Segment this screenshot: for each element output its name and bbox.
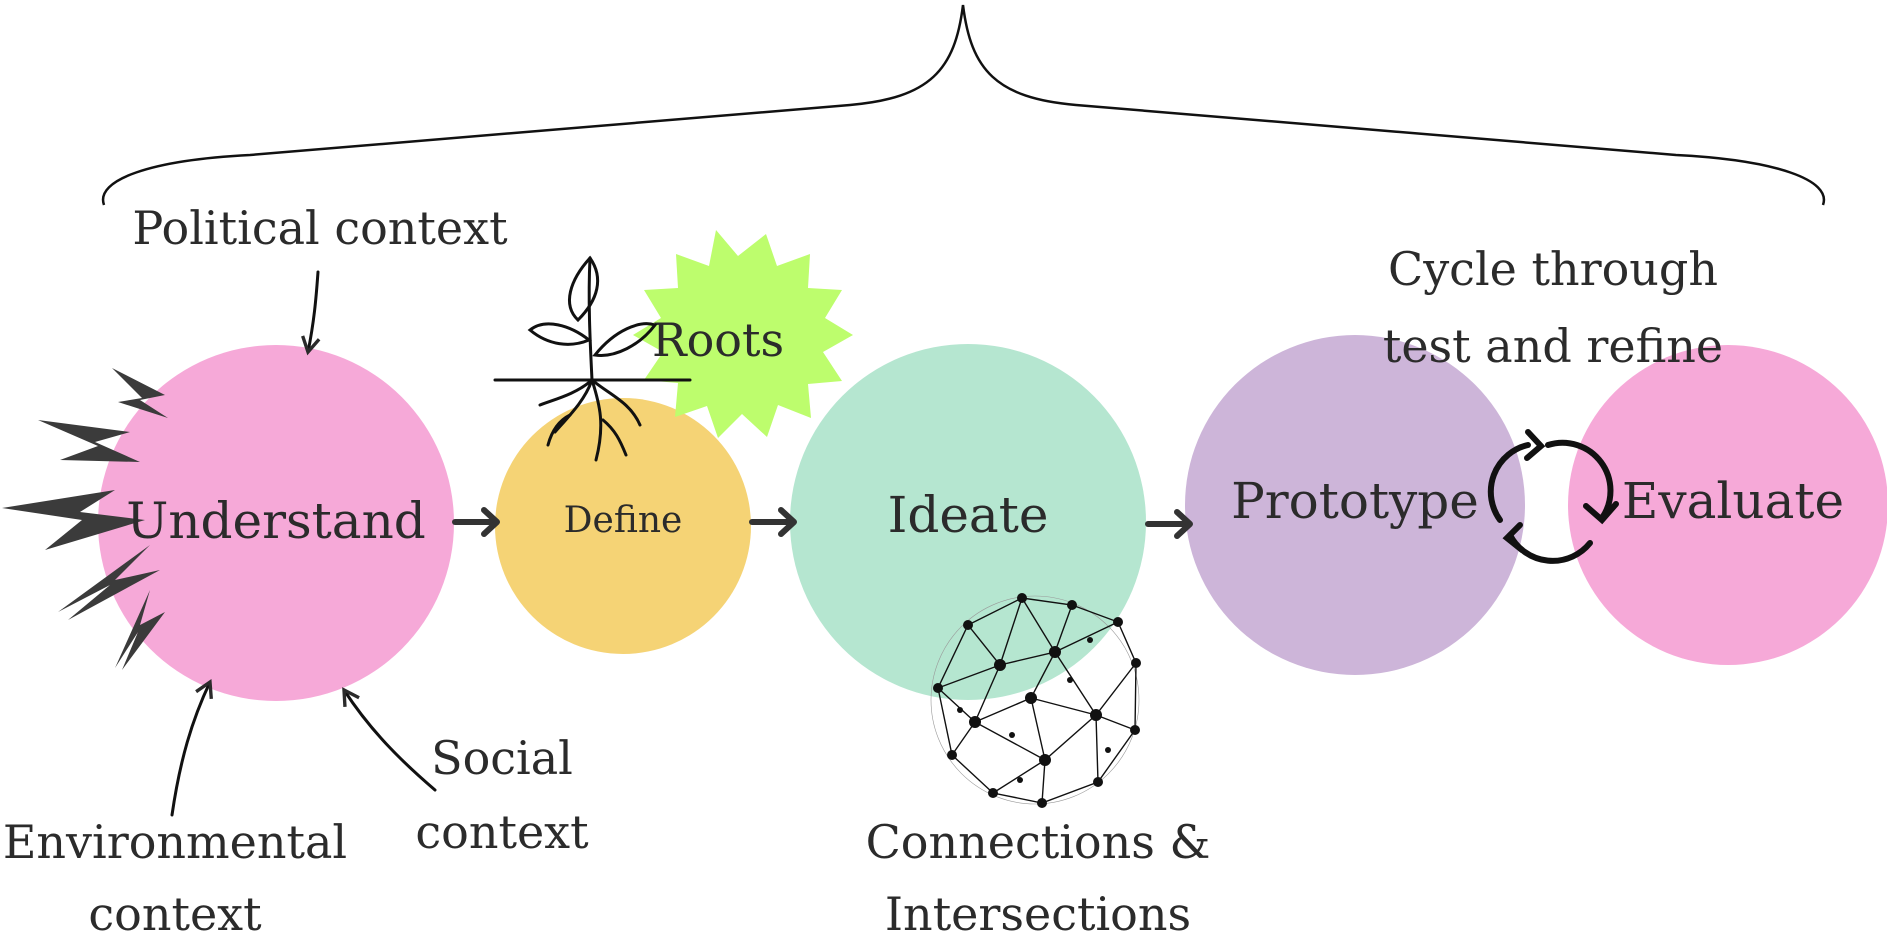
prototype-circle (1185, 335, 1525, 675)
roots-badge (633, 230, 853, 438)
environmental-label-line2: context (88, 887, 262, 940)
political-context-label: Political context (132, 201, 508, 255)
context-arrows (170, 270, 437, 817)
define-circle (495, 398, 751, 654)
environmental-label-line1: Environmental (3, 815, 347, 869)
network-sphere-icon (930, 593, 1141, 808)
roots-label: Roots (652, 313, 784, 367)
cycle-label-line1: Cycle through (1388, 242, 1718, 296)
social-label-line2: context (415, 805, 589, 859)
prototype-label: Prototype (1231, 472, 1479, 530)
overarching-brace (101, 4, 1826, 206)
connections-label-line2: Intersections (885, 887, 1191, 940)
social-label-line1: Social (431, 731, 573, 785)
lightning-bolts-icon (2, 368, 168, 670)
refresh-cycle-icon (1487, 429, 1619, 564)
ideate-circle (790, 344, 1146, 700)
connections-label-line1: Connections & (866, 815, 1211, 869)
understand-label: Understand (126, 492, 426, 550)
understand-circle (98, 345, 454, 701)
cycle-label-line2: test and refine (1383, 319, 1723, 373)
evaluate-circle (1568, 345, 1887, 665)
ideate-label: Ideate (888, 486, 1049, 544)
evaluate-label: Evaluate (1622, 472, 1844, 530)
arrow-right-icon (452, 507, 1193, 539)
plant-roots-icon (493, 255, 692, 462)
define-label: Define (564, 500, 683, 541)
